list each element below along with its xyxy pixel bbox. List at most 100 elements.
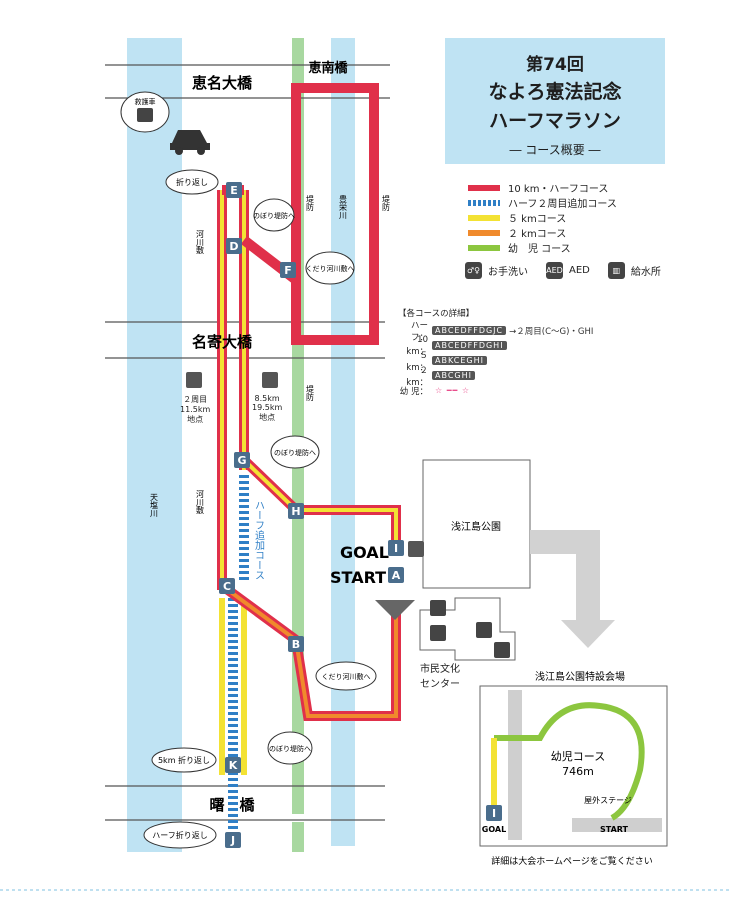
- park-label: 浅江島公園: [451, 520, 501, 533]
- footer-note: 詳細は大会ホームページをご覧ください: [491, 855, 653, 867]
- water-station-icon: [262, 372, 278, 388]
- venue-box: [479, 685, 668, 847]
- water-station-icon: [408, 541, 424, 557]
- kasen-label: 河川敷: [196, 489, 205, 515]
- details-row: ５ km：ABKCEGHI: [398, 351, 593, 373]
- nobori-bubble-3: のぼり堤防へ: [267, 731, 313, 765]
- svg-text:ハーフ折り返し: ハーフ折り返し: [152, 830, 208, 840]
- svg-text:のぼり堤防へ: のぼり堤防へ: [269, 744, 311, 753]
- svg-text:H: H: [291, 505, 300, 518]
- park-block: [422, 459, 531, 589]
- half-extra-label: ハーフ追加コース: [253, 500, 265, 580]
- point-G: G: [234, 452, 250, 468]
- stage-label: 屋外ステージ: [584, 795, 632, 805]
- kasen-label: 河川敷: [196, 229, 205, 255]
- course-loop-enan: [291, 83, 379, 345]
- legend-row: ハーフ２周目追加コース: [468, 195, 617, 210]
- kids-start-label: START: [600, 825, 629, 834]
- park-arrow: [530, 530, 615, 648]
- toilet-icon: [430, 625, 446, 641]
- svg-text:D: D: [229, 240, 238, 253]
- point-I: I: [388, 540, 404, 556]
- nobori-bubble-2: のぼり堤防へ: [270, 435, 320, 469]
- start-label: START: [330, 568, 386, 587]
- start-gate: [375, 600, 415, 620]
- civic-label: 市民文化 センター: [420, 664, 460, 690]
- course-details: 【各コースの詳細】 ハーフ：ABCEDFFDGJC→２周目(C〜G)・GHI 1…: [398, 307, 593, 398]
- toyo-river-label: 豊栄川: [339, 194, 348, 219]
- fivekm-turn-bubble: 5km 折り返し: [151, 747, 217, 773]
- title-line2: なよろ憲法記念: [488, 81, 622, 103]
- teshio-river-label: 天塩川: [150, 493, 159, 517]
- kudari-bubble-2: くだり河川敷へ: [315, 661, 377, 691]
- point-E: E: [226, 182, 242, 198]
- aed-icon: [430, 600, 446, 616]
- svg-text:B: B: [292, 638, 300, 651]
- toyo-river: [331, 38, 355, 846]
- kids-dist-label: 746m: [562, 765, 594, 778]
- kids-course-label: 幼児コース: [551, 750, 605, 763]
- ambulance-bubble: 救護車: [120, 91, 170, 133]
- svg-text:のぼり堤防へ: のぼり堤防へ: [253, 211, 295, 220]
- water1-note: ２周目 11.5km 地点: [180, 395, 211, 424]
- bridge-akebono: [105, 785, 385, 821]
- svg-text:くだり河川敷へ: くだり河川敷へ: [306, 264, 355, 273]
- point-C: C: [219, 578, 235, 594]
- water-station-icon: [186, 372, 202, 388]
- venue-label: 浅江島公園特設会場: [535, 670, 625, 683]
- svg-text:のぼり堤防へ: のぼり堤防へ: [274, 448, 316, 457]
- point-J: J: [225, 832, 241, 848]
- point-B: B: [288, 636, 304, 652]
- aed-icon: [476, 622, 492, 638]
- svg-text:G: G: [237, 454, 246, 467]
- kudari-bubble-1: くだり河川敷へ: [305, 251, 355, 285]
- point-H: H: [288, 503, 304, 519]
- svg-text:折り返し: 折り返し: [176, 177, 208, 187]
- details-row: ２ km：ABCGHI: [398, 366, 593, 388]
- point-F: F: [280, 262, 296, 278]
- turnaround-bubble: 折り返し: [165, 169, 219, 195]
- kids-course-line: [494, 702, 645, 821]
- toilet-icon: ♂♀: [465, 262, 482, 279]
- goal-label: GOAL: [340, 543, 389, 562]
- teshio-river: [127, 38, 182, 846]
- svg-text:F: F: [284, 264, 292, 277]
- svg-text:I: I: [394, 542, 398, 555]
- legend-row: ２ kmコース: [468, 225, 617, 240]
- water-icon: ▥: [607, 262, 625, 279]
- svg-text:I: I: [492, 807, 496, 820]
- details-row: 10 km：ABCEDFFDGHI: [398, 335, 593, 357]
- kids-goal-label: GOAL: [482, 825, 506, 834]
- levee-label: 堤防: [306, 384, 315, 402]
- aed-icon: AED: [546, 262, 563, 279]
- svg-text:救護車: 救護車: [135, 97, 156, 106]
- title-box: 第74回 なよろ憲法記念 ハーフマラソン ― コース概要 ―: [445, 38, 665, 164]
- svg-text:くだり河川敷へ: くだり河川敷へ: [322, 672, 371, 681]
- title-line1: 第74回: [526, 55, 584, 75]
- title-line3: ハーフマラソン: [489, 110, 621, 132]
- course-trunk: [217, 185, 401, 846]
- levee-label: 堤防: [306, 194, 315, 212]
- kids-point-I: I: [486, 805, 502, 821]
- point-D: D: [226, 238, 242, 254]
- half-turn-bubble: ハーフ折り返し: [143, 821, 217, 849]
- bridge-nayori-label: 名寄大橋: [192, 333, 253, 351]
- legend-row: ５ kmコース: [468, 210, 617, 225]
- legend-row: 10 km・ハーフコース: [468, 180, 617, 195]
- svg-text:C: C: [223, 580, 231, 593]
- toilet-icon: [494, 642, 510, 658]
- bridge-enan-label: 恵南橋: [308, 60, 348, 76]
- details-header: 【各コースの詳細】: [398, 309, 475, 319]
- bridge-akebono-label: 曙 橋: [209, 796, 255, 814]
- point-A: A: [388, 567, 404, 583]
- point-K: K: [225, 757, 241, 773]
- legend: 10 km・ハーフコース ハーフ２周目追加コース ５ kmコース ２ kmコース…: [468, 180, 617, 255]
- levee-label: 堤防: [382, 194, 391, 212]
- details-row: ハーフ：ABCEDFFDGJC→２周目(C〜G)・GHI: [410, 320, 594, 343]
- legend-row: 幼 児 コース: [468, 240, 617, 255]
- svg-text:E: E: [230, 184, 238, 197]
- bridge-enmei-label: 恵名大橋: [192, 74, 253, 92]
- svg-text:5km 折り返し: 5km 折り返し: [158, 755, 210, 765]
